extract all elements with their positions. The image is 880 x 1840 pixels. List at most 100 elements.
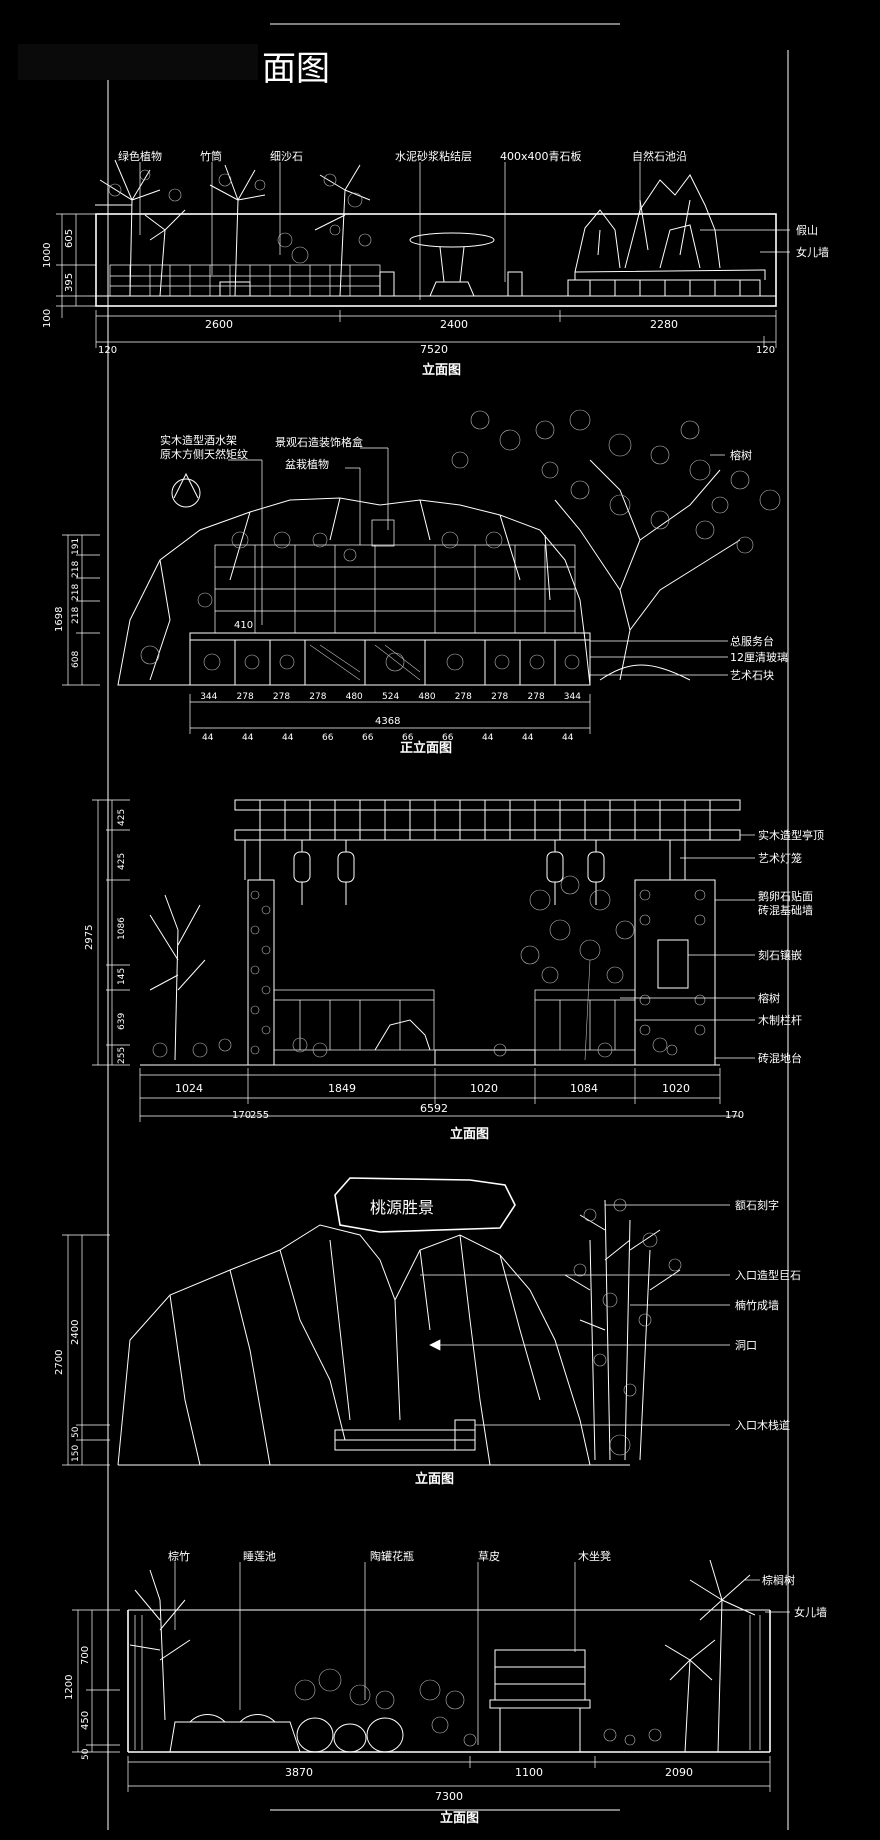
- p1-label-rockery: 假山: [796, 223, 818, 237]
- p5-wood-bench: [489, 1649, 591, 1752]
- p1-vdim-base: 100: [42, 309, 53, 328]
- p3-vdim-4: 145: [117, 968, 127, 985]
- p1-vdim-lower: 395: [64, 273, 75, 292]
- dim_b-6: 66: [442, 733, 454, 743]
- p5-label-pottery: 陶罐花瓶: [370, 1549, 414, 1563]
- elevation-3: 实木造型亭顶 艺术灯笼 鹅卵石贴面 砖混基础墙 刻石镶嵌 榕树 木制栏杆 砖混地…: [84, 799, 824, 1142]
- p5-frame: [127, 1610, 771, 1753]
- p2-service-counter: [189, 632, 591, 686]
- p3-total-right: 170: [725, 1110, 744, 1121]
- p2-label-potted-plant: 盆栽植物: [285, 457, 329, 471]
- p1-label-bluestone-slab: 400x400青石板: [500, 149, 582, 163]
- p3-label-base-wall: 砖混基础墙: [758, 903, 813, 917]
- p5-vdim-4: 50: [81, 1748, 91, 1760]
- p2-label-banyan: 榕树: [730, 448, 752, 462]
- p2-vdim-2: 218: [71, 561, 81, 578]
- p2-label-log-texture: 原木方侧天然矩纹: [160, 447, 248, 461]
- p2-vdim-1: 191: [71, 538, 81, 555]
- p5-caption: 立面图: [440, 1810, 479, 1826]
- p5-vdim-2: 700: [80, 1646, 91, 1665]
- p5-label-palm-bamboo: 棕竹: [168, 1549, 190, 1563]
- p2-vdim-4: 218: [71, 607, 81, 624]
- p3-wood-railing: [273, 989, 636, 1051]
- p4-boardwalk: [118, 1419, 630, 1466]
- p1-label-fine-gravel: 细沙石: [270, 150, 303, 163]
- p4-bamboo-wall: [564, 1199, 681, 1461]
- p3-stone-pillars: [247, 879, 716, 1066]
- page-title: 面图: [262, 49, 330, 89]
- p2-label-wine-rack: 实木造型酒水架: [160, 433, 237, 447]
- p3-banana-plant: [149, 894, 206, 1061]
- p3-total: 6592: [420, 1102, 448, 1115]
- p5-label-bench: 木坐凳: [578, 1549, 611, 1563]
- p5-total: 7300: [435, 1790, 463, 1803]
- p3-hdim-4: 1084: [570, 1082, 598, 1095]
- p3-label-banyan: 榕树: [758, 991, 780, 1005]
- p5-label-lily-pond: 睡莲池: [243, 1550, 276, 1563]
- elevation-4: 桃源胜景: [54, 1177, 801, 1487]
- dim_a-7: 278: [455, 692, 472, 702]
- p3-hdim-1: 1024: [175, 1082, 203, 1095]
- p3-label-carved-stone: 刻石镶嵌: [758, 948, 802, 962]
- p2-vdim-total: 1698: [54, 607, 65, 632]
- p2-rock-backdrop: [117, 497, 591, 686]
- dim_b-7: 44: [482, 733, 494, 743]
- p1-vdim-total: 1000: [42, 243, 53, 268]
- p1-hdim-mid: 2400: [440, 318, 468, 331]
- dim_a-2: 278: [273, 692, 290, 702]
- p3-vdim-1: 425: [117, 809, 127, 826]
- p5-hdim-2: 1100: [515, 1766, 543, 1779]
- p5-palm-bamboo: [129, 1569, 191, 1721]
- p3-label-lantern: 艺术灯笼: [758, 851, 802, 865]
- p5-hdim-1: 3870: [285, 1766, 313, 1779]
- p1-total-right: 120: [756, 345, 775, 356]
- p4-entrance-rocks: [117, 1224, 591, 1466]
- p3-label-pebble-facing: 鹅卵石贴面: [758, 889, 813, 903]
- p2-label-service-desk: 总服务台: [730, 634, 774, 648]
- p5-vdim-total: 1200: [64, 1675, 75, 1700]
- dim_a-9: 278: [528, 692, 545, 702]
- p3-vdim-5: 639: [117, 1013, 127, 1030]
- p1-frame: [95, 213, 777, 307]
- p1-label-stone-pool-edge: 自然石池沿: [632, 149, 687, 163]
- p4-label-carved: 额石刻字: [735, 1198, 779, 1212]
- p3-label-railing: 木制栏杆: [758, 1013, 802, 1027]
- dim_a-0: 344: [200, 692, 217, 702]
- p4-label-boardwalk: 入口木栈道: [735, 1418, 790, 1432]
- p3-label-platform: 砖混地台: [758, 1051, 802, 1065]
- p1-label-parapet: 女儿墙: [796, 245, 829, 259]
- p3-vdim-2: 425: [117, 853, 127, 870]
- p5-label-parapet: 女儿墙: [794, 1605, 827, 1619]
- p3-pergola-roof: [234, 799, 741, 880]
- p4-label-rock: 入口造型巨石: [735, 1268, 801, 1282]
- p3-label-pergola-roof: 实木造型亭顶: [758, 828, 824, 842]
- elevation-1: 绿色植物 竹筒 细沙石 水泥砂浆粘结层 400x400青石板 自然石池沿 假山 …: [42, 149, 829, 378]
- p2-small-dim: 410: [234, 620, 253, 631]
- p3-vdim-total: 2975: [84, 925, 95, 950]
- p4-sign-text: 桃源胜景: [370, 1198, 434, 1217]
- p4-vdim-3: 50: [71, 1426, 81, 1438]
- title-smudge: [18, 44, 258, 80]
- dim_b-4: 66: [362, 733, 374, 743]
- p2-label-stone-display-box: 景观石造装饰格盒: [275, 435, 363, 449]
- p5-vdim-3: 450: [80, 1711, 91, 1730]
- p1-label-bamboo-tube: 竹筒: [200, 149, 222, 163]
- elevation-5: 棕竹 睡莲池 陶罐花瓶 草皮 木坐凳 棕榈树 女儿墙 1200 700 450 …: [64, 1549, 827, 1826]
- p4-caption: 立面图: [415, 1471, 454, 1487]
- p1-total: 7520: [420, 343, 448, 356]
- dim_b-0: 44: [202, 733, 214, 743]
- p4-vdim-total: 2700: [54, 1350, 65, 1375]
- p5-hdim-3: 2090: [665, 1766, 693, 1779]
- elevation-2: 实木造型酒水架 原木方侧天然矩纹 景观石造装饰格盒 盆栽植物 榕树 总服务台 1…: [54, 409, 788, 756]
- dim_a-8: 278: [491, 692, 508, 702]
- p1-caption: 立面图: [422, 362, 461, 378]
- p5-label-lawn: 草皮: [478, 1550, 500, 1563]
- p4-label-bamboo: 楠竹成墙: [735, 1298, 779, 1312]
- p1-total-left: 120: [98, 345, 117, 356]
- dim_a-5: 524: [382, 692, 399, 702]
- dim_a-6: 480: [418, 692, 435, 702]
- dim_b-1: 44: [242, 733, 254, 743]
- p2-total: 4368: [375, 716, 400, 727]
